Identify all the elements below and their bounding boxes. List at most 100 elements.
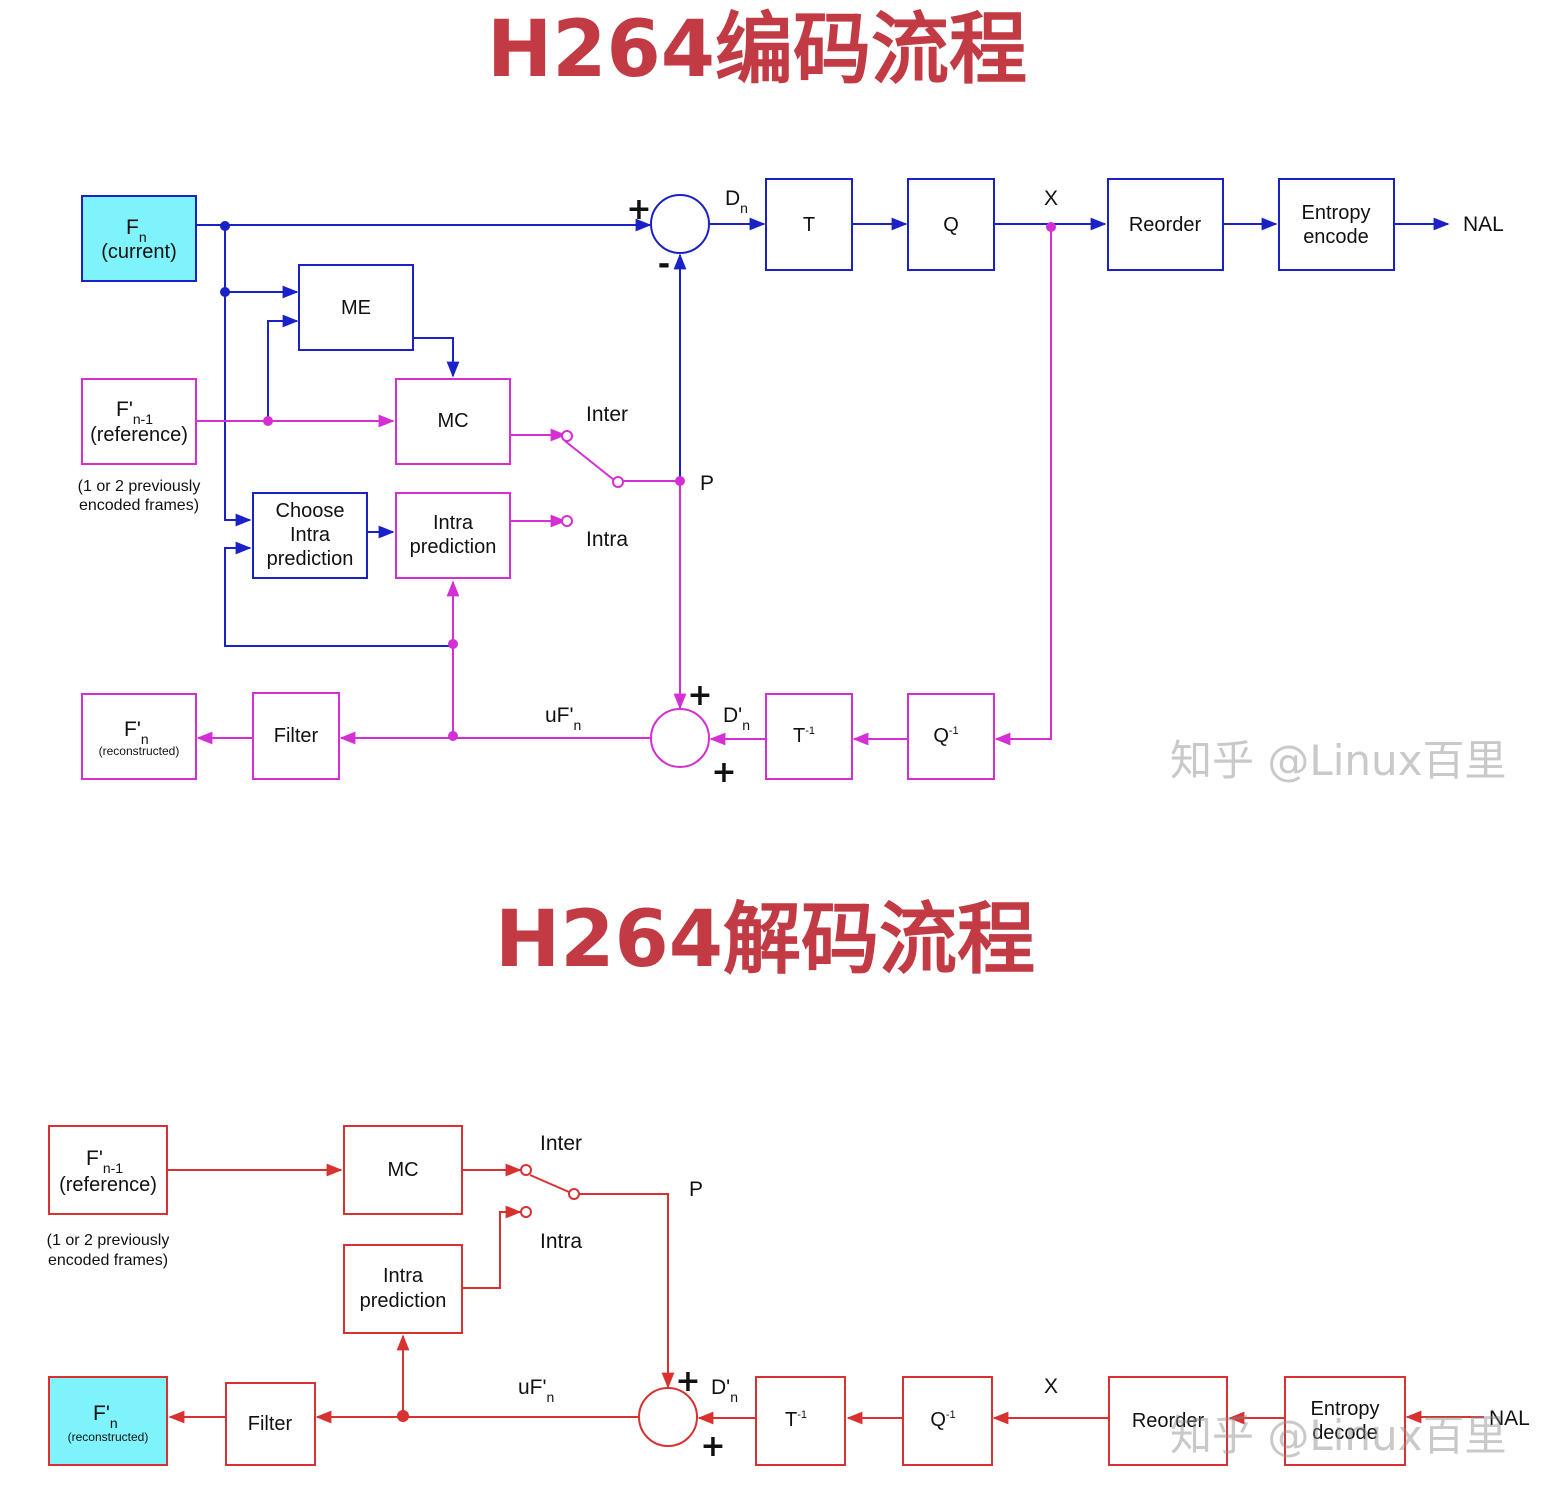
- intra-prediction-line2: prediction: [360, 1290, 447, 1312]
- fn1-reference-label: F'n-1: [86, 1147, 123, 1176]
- encoder-diagram: Fn (current) ME F'n-1 (reference) (1 or …: [78, 178, 1504, 790]
- q-inverse-box: [902, 1376, 993, 1466]
- watermark: 知乎 @Linux百里: [1170, 736, 1507, 785]
- wire-ref-to-me: [267, 314, 299, 420]
- fn-reconstructed-box: [81, 693, 197, 780]
- entropy-line1: Entropy: [1302, 202, 1371, 224]
- intra-prediction-box: [343, 1244, 463, 1334]
- t-inverse-label: T-1: [793, 725, 815, 747]
- t-inverse-box: [755, 1376, 846, 1466]
- switch-lever: [564, 440, 615, 481]
- x-label: X: [1044, 1375, 1058, 1398]
- dn-prime-label: D'n: [711, 1376, 738, 1405]
- t-box: [765, 178, 853, 271]
- inter-label: Inter: [586, 403, 628, 426]
- me-label: ME: [341, 297, 371, 319]
- plus-sign: +: [675, 1364, 700, 1399]
- fn-reconstructed-label: F'n: [124, 718, 149, 747]
- junction-dot: [448, 639, 458, 649]
- me-box: [298, 264, 414, 351]
- intra-label: Intra: [540, 1230, 582, 1253]
- plus-sign: +: [711, 755, 736, 790]
- entropy-line2: encode: [1303, 226, 1369, 248]
- switch-contact-inter: [561, 430, 573, 442]
- encoder-title: H264编码流程: [487, 5, 1027, 95]
- q-inverse-label: Q-1: [933, 725, 958, 747]
- fn-current-box: [81, 195, 197, 282]
- fn1-reference-box: [48, 1125, 168, 1215]
- dn-label: Dn: [725, 187, 748, 216]
- choose-intra-box: [252, 492, 368, 579]
- reference-note-line1: (1 or 2 previously: [47, 1232, 170, 1249]
- junction-dot: [675, 476, 685, 486]
- fn-reconstructed-label: F'n: [93, 1402, 118, 1431]
- q-box: [907, 178, 995, 271]
- switch-pivot: [568, 1188, 580, 1200]
- intra-prediction-line1: Intra: [383, 1265, 424, 1287]
- mc-box: [343, 1125, 463, 1215]
- t-inverse-box: [765, 693, 853, 780]
- fn-reconstructed-box: [48, 1376, 168, 1466]
- fn1-reference-label: F'n-1: [116, 398, 153, 427]
- junction-dot: [220, 287, 230, 297]
- recon-sum-node: [650, 708, 710, 768]
- p-label: P: [700, 472, 714, 495]
- reference-note-line1: (1 or 2 previously: [78, 478, 201, 495]
- plus-sign: +: [687, 678, 712, 713]
- fn-current-label: Fn: [126, 216, 147, 245]
- reorder-box: [1108, 1376, 1228, 1466]
- x-label: X: [1044, 187, 1058, 210]
- wire-x-to-qinv: [994, 226, 1052, 746]
- junction-dot: [220, 221, 230, 231]
- t-inverse-label: T-1: [785, 1409, 807, 1431]
- filter-box: [225, 1382, 316, 1466]
- q-inverse-label: Q-1: [930, 1409, 955, 1431]
- ufn-label: uF'n: [518, 1376, 554, 1405]
- wire-fn-to-choose: [224, 225, 252, 527]
- junction-dot: [448, 731, 458, 741]
- switch-contact-intra: [561, 515, 573, 527]
- entropy-encode-box: [1278, 178, 1395, 271]
- switch-lever: [529, 1174, 570, 1193]
- junction-dot: [1046, 222, 1056, 232]
- intra-label: Intra: [586, 528, 628, 551]
- switch-contact-intra: [520, 1206, 532, 1218]
- filter-box: [252, 692, 340, 780]
- junction-dot: [397, 1410, 409, 1422]
- entropy-decode-box: [1284, 1376, 1406, 1466]
- reorder-label: Reorder: [1132, 1410, 1205, 1432]
- reorder-box: [1107, 178, 1224, 271]
- sum-node-encoder: [650, 194, 710, 254]
- wire-feedback-to-choose: [224, 541, 453, 647]
- choose-intra-line2: Intra: [290, 524, 331, 546]
- junction-dot: [263, 416, 273, 426]
- nal-label: NAL: [1489, 1407, 1530, 1430]
- wire-me-to-mc: [413, 337, 460, 378]
- fn-reconstructed-caption: (reconstructed): [68, 1430, 149, 1444]
- intra-prediction-line1: Intra: [433, 512, 474, 534]
- plus-sign: +: [626, 192, 651, 227]
- mc-label: MC: [437, 410, 468, 432]
- t-label: T: [803, 214, 815, 236]
- ufn-label: uF'n: [545, 704, 581, 733]
- decoder-title: H264解码流程: [495, 895, 1035, 985]
- entropy-line2: decode: [1312, 1422, 1378, 1444]
- p-label: P: [689, 1178, 703, 1201]
- filter-label: Filter: [248, 1413, 293, 1435]
- decoder-diagram: F'n-1 (reference) (1 or 2 previously enc…: [47, 1125, 1530, 1466]
- nal-label: NAL: [1463, 213, 1504, 236]
- intra-prediction-box: [395, 492, 511, 579]
- sum-node-decoder: [638, 1387, 698, 1447]
- inter-label: Inter: [540, 1132, 582, 1155]
- switch-pivot: [612, 476, 624, 488]
- mc-label: MC: [387, 1159, 418, 1181]
- fn1-reference-box: [81, 378, 197, 465]
- plus-sign: +: [700, 1429, 725, 1464]
- entropy-line1: Entropy: [1311, 1398, 1380, 1420]
- fn1-reference-caption: (reference): [59, 1174, 157, 1196]
- q-inverse-box: [907, 693, 995, 780]
- wire-intra-to-switch: [462, 1205, 522, 1289]
- choose-intra-line3: prediction: [267, 548, 354, 570]
- filter-label: Filter: [274, 725, 319, 747]
